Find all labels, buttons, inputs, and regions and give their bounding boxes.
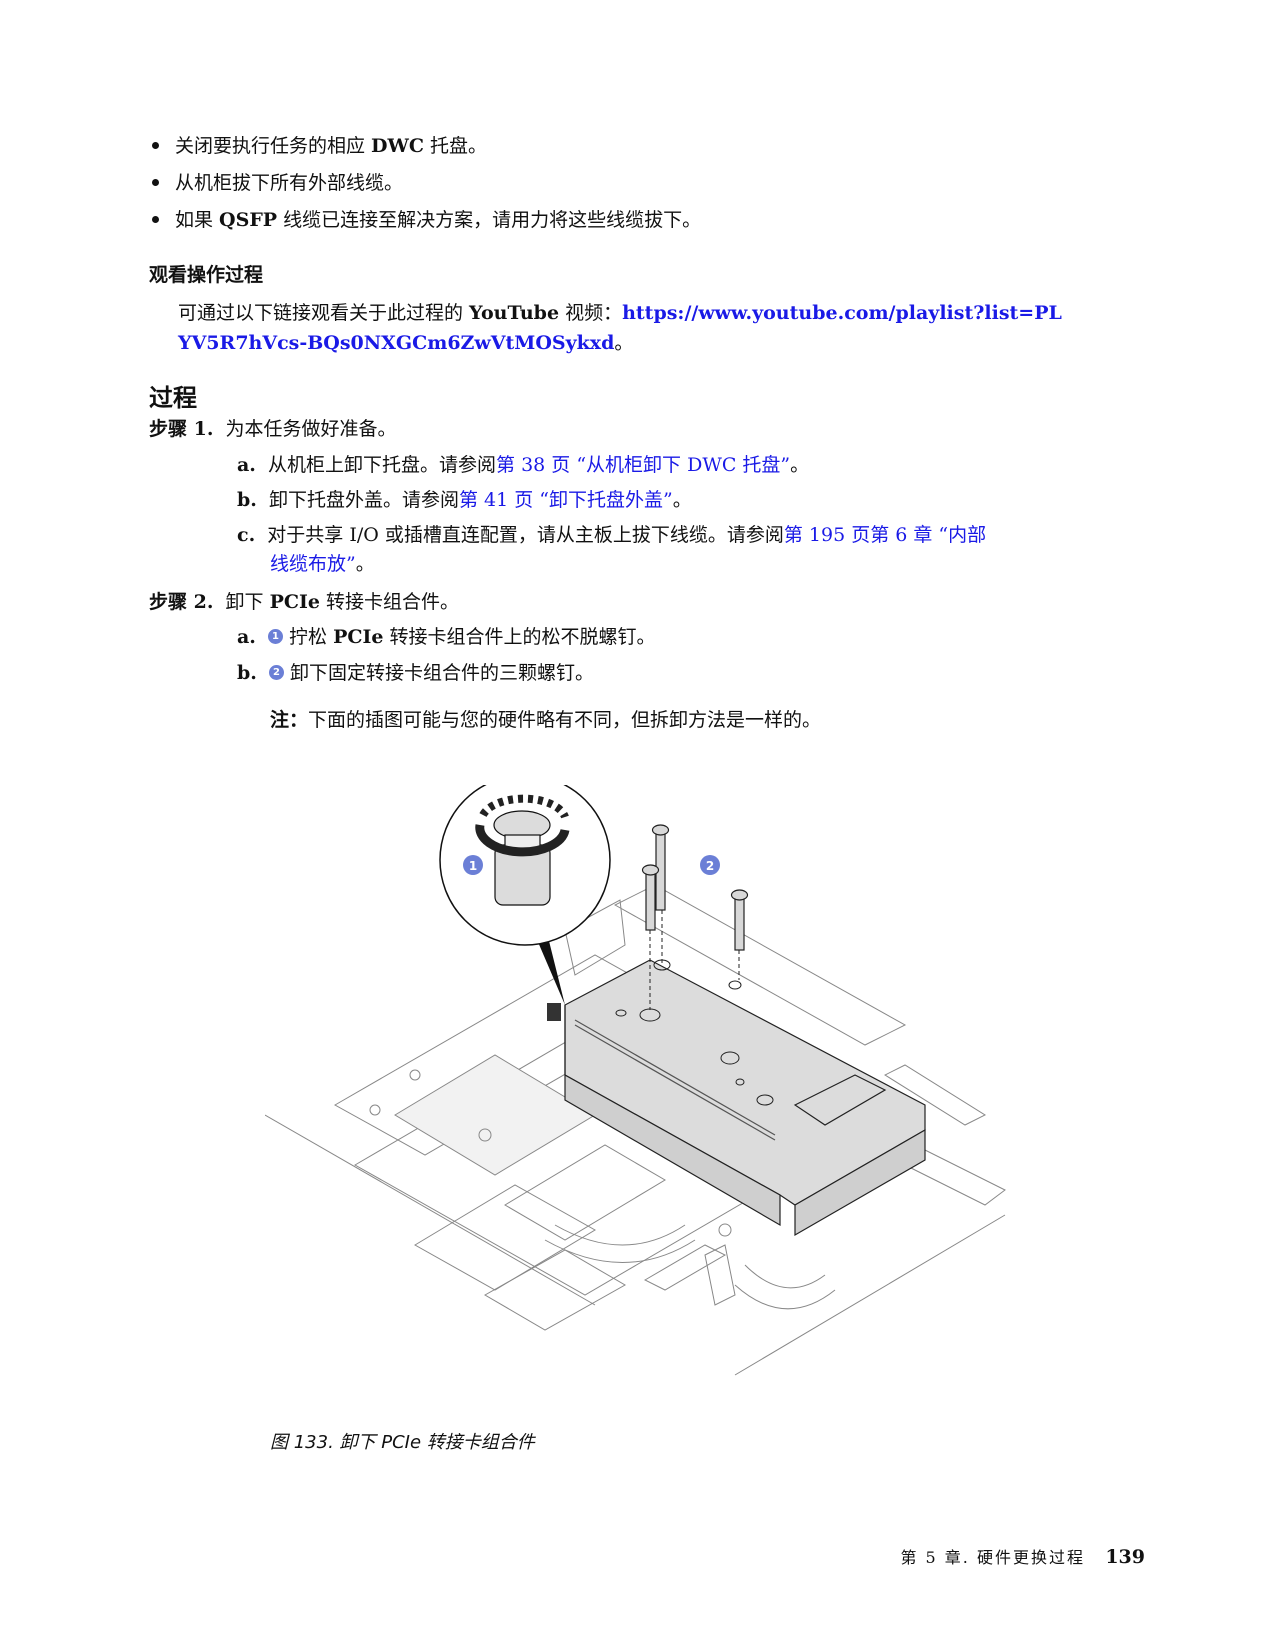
youtube-link[interactable]: https://www.youtube.com/playlist?list=PL bbox=[622, 302, 1062, 324]
pcie-riser-illustration: 1 2 bbox=[264, 774, 1006, 1376]
note: 注：下面的插图可能与您的硬件略有不同，但拆卸方法是一样的。 bbox=[270, 709, 822, 731]
bullet-icon bbox=[152, 141, 159, 149]
step-1c: c. 对于共享 I/O 或插槽直连配置，请从主板上拔下线缆。请参阅第 195 页… bbox=[237, 524, 987, 546]
link-remove-dwc-tray[interactable]: 第 38 页 “从机柜卸下 DWC 托盘” bbox=[496, 454, 791, 476]
bullet-icon bbox=[152, 178, 159, 186]
callout-2-marker bbox=[700, 855, 720, 875]
link-internal-cable-routing[interactable]: 第 195 页第 6 章 “内部 bbox=[783, 524, 987, 546]
bullet-icon bbox=[152, 215, 159, 223]
callout-2-icon: 2 bbox=[269, 664, 284, 680]
step-1c-cont: 线缆布放”。 bbox=[270, 553, 375, 575]
step-1a: a. 从机柜上卸下托盘。请参阅第 38 页 “从机柜卸下 DWC 托盘”。 bbox=[237, 454, 810, 476]
bullet-item: 如果 QSFP 线缆已连接至解决方案，请用力将这些线缆拔下。 bbox=[152, 208, 701, 232]
bullet-item: 从机柜拔下所有外部线缆。 bbox=[152, 171, 403, 195]
page-number: 139 bbox=[1105, 1546, 1145, 1568]
step-1: 步骤 1. 为本任务做好准备。 bbox=[149, 418, 397, 440]
youtube-link-cont[interactable]: YV5R7hVcs-BQs0NXGCm6ZwVtMOSykxd bbox=[178, 332, 615, 354]
step-1b: b. 卸下托盘外盖。请参阅第 41 页 “卸下托盘外盖”。 bbox=[237, 489, 692, 511]
watch-link-cont: YV5R7hVcs-BQs0NXGCm6ZwVtMOSykxd。 bbox=[178, 332, 634, 354]
footer-chapter: 第 5 章. 硬件更换过程 bbox=[900, 1548, 1085, 1567]
watch-heading: 观看操作过程 bbox=[149, 264, 264, 286]
svg-text:2: 2 bbox=[706, 859, 714, 873]
callout-1-icon: 1 bbox=[268, 628, 284, 644]
link-remove-tray-cover[interactable]: 第 41 页 “卸下托盘外盖” bbox=[459, 489, 673, 511]
link-internal-cable-routing-cont[interactable]: 线缆布放” bbox=[270, 553, 356, 575]
svg-text:1: 1 bbox=[469, 859, 477, 873]
figure-caption: 图 133. 卸下 PCIe 转接卡组合件 bbox=[270, 1432, 535, 1453]
page-footer: 第 5 章. 硬件更换过程 139 bbox=[900, 1544, 1145, 1568]
watch-text: 可通过以下链接观看关于此过程的 YouTube 视频：https://www.y… bbox=[178, 302, 1062, 324]
bullet-item: 关闭要执行任务的相应 DWC 托盘。 bbox=[152, 134, 487, 158]
step-2: 步骤 2. 卸下 PCIe 转接卡组合件。 bbox=[149, 591, 460, 613]
procedure-heading: 过程 bbox=[149, 383, 197, 412]
figure-pcie-riser-removal: 1 2 bbox=[264, 774, 1025, 1385]
callout-1-marker bbox=[463, 855, 483, 875]
